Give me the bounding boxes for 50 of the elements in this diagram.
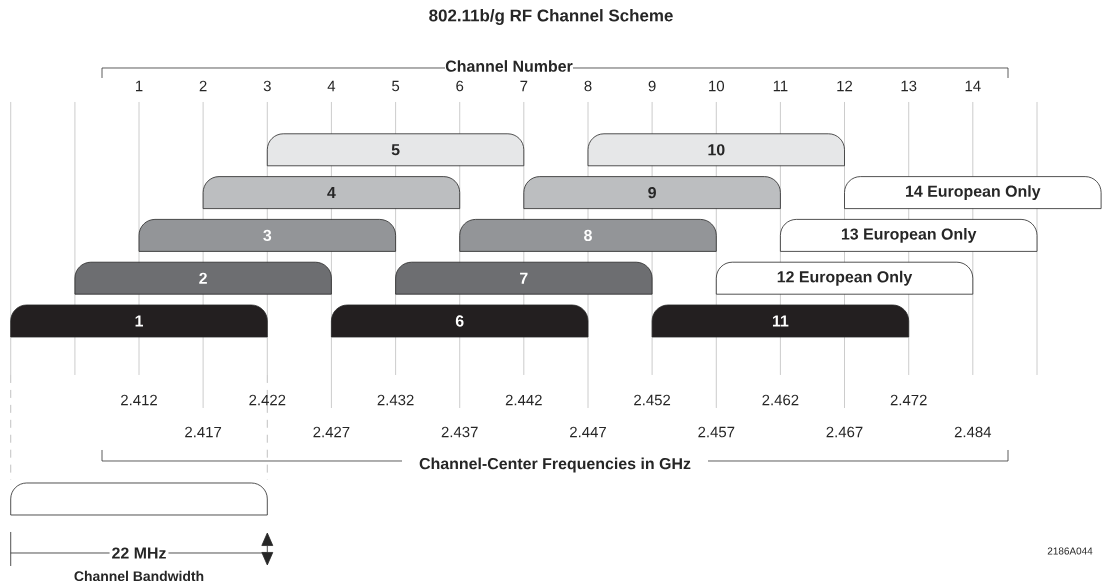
channel-number: 7 [520,80,528,92]
frequency-value: 2.452 [634,394,671,406]
frequency-value: 2.462 [762,394,799,406]
channel-band: 3 [138,219,396,252]
channel-band: 14 European Only [844,176,1102,209]
frequency-value: 2.472 [890,394,927,406]
channel-number: 8 [584,80,592,92]
frequency-value: 2.432 [377,394,414,406]
channel-number: 4 [327,80,336,92]
channel-number: 9 [648,80,656,92]
channel-band: 6 [331,304,589,338]
channel-band: 9 [523,176,781,209]
channel-number: 2 [199,80,207,92]
frequency-value: 2.467 [826,426,863,438]
channel-number: 5 [392,80,400,92]
channel-number: 3 [263,80,271,92]
frequency-value: 2.442 [505,394,542,406]
title: 802.11b/g RF Channel Scheme [429,9,673,25]
frequency-value: 2.412 [121,394,157,406]
channel-band: 4 [202,176,461,209]
channel-band: 8 [459,219,717,252]
channel-band: 7 [395,261,653,295]
dimension-caption: Channel Bandwidth [74,570,204,582]
frequency-value: 2.437 [441,426,478,438]
channel-band: 2 [74,261,332,295]
channel-number: 11 [773,80,788,92]
frequency-value: 2.457 [698,426,735,438]
channel-number: 14 [965,80,981,92]
channel-number: 10 [709,80,724,92]
node-label: 14 European Only [906,185,1041,201]
frequency-value: 2.447 [570,426,606,438]
figure-number: 2186A044 [1047,547,1093,555]
channel-band: 11 [651,304,910,338]
channel-number: 6 [456,80,464,92]
channel-band: 1 [10,304,268,338]
frequency-value: 2.422 [249,394,286,406]
axis-title: Channel-Center Frequencies in GHz [419,457,691,473]
dimension-label: 22 MHz [109,545,169,561]
axis-title: Channel Number [445,60,573,72]
channel-number: 1 [136,80,143,92]
channel-band: 5 [266,133,525,167]
bandwidth-band [10,482,268,516]
frequency-value: 2.427 [313,426,350,438]
channel-band: 13 European Only [780,219,1038,252]
channel-band: 12 European Only [715,261,974,295]
channel-number: 13 [901,80,917,92]
frequency-value: 2.417 [185,426,222,438]
channel-number: 12 [837,80,853,92]
channel-band: 10 [587,133,845,167]
frequency-value: 2.484 [954,426,992,438]
